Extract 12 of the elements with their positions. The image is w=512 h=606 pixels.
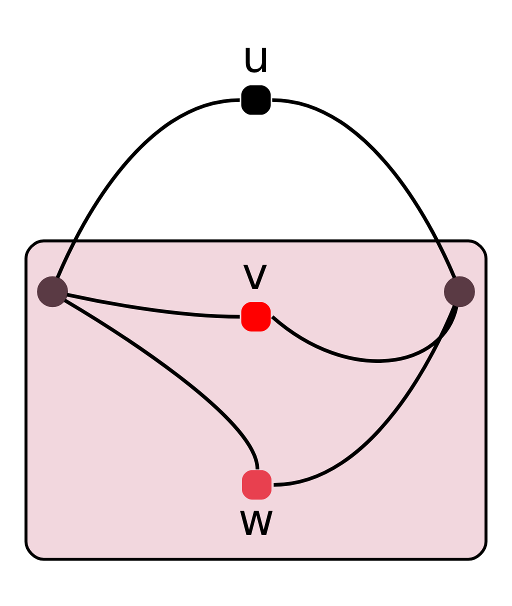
connector <box>56 98 240 278</box>
node-label: w <box>238 494 274 546</box>
connector <box>66 292 240 318</box>
connector <box>271 305 458 362</box>
node-label: v <box>242 248 268 300</box>
node-label: u <box>242 32 270 83</box>
node-circle <box>444 276 475 307</box>
connector <box>273 304 456 486</box>
cluster <box>24 238 488 560</box>
connector <box>64 298 260 470</box>
node-circle <box>37 276 68 307</box>
connector <box>272 98 456 278</box>
